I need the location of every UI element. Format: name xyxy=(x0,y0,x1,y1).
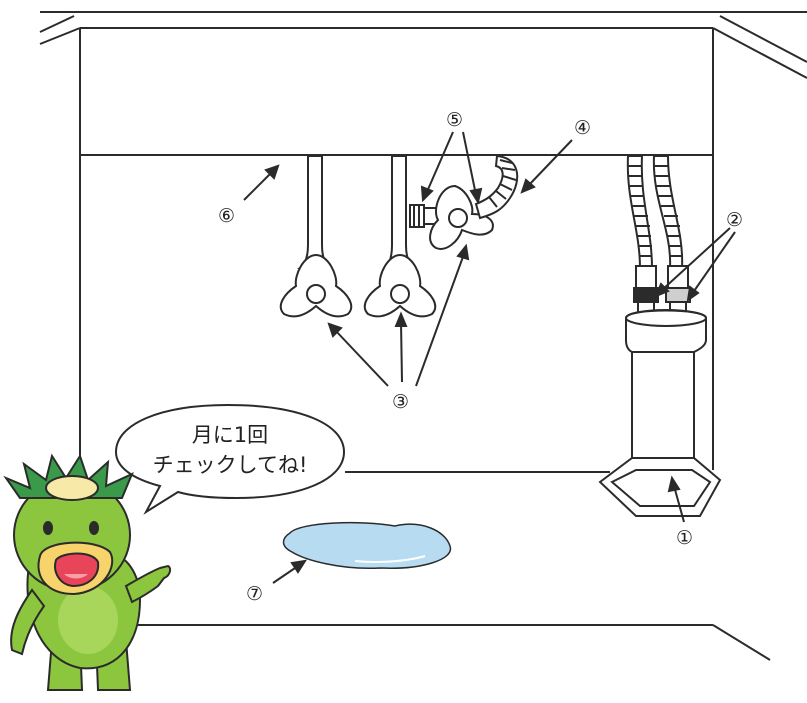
label-water-leak: ⑦ xyxy=(246,583,263,605)
drain-hose xyxy=(474,154,519,220)
speech-bubble: 月に1回 チェックしてね! xyxy=(114,403,346,515)
valve-handle-right xyxy=(429,184,494,250)
label-valve-joints: ⑤ xyxy=(446,109,463,131)
label-filter-unit: ① xyxy=(676,527,693,549)
valve-handle-middle xyxy=(363,253,437,318)
filter-unit xyxy=(598,309,722,517)
water-puddle xyxy=(282,521,452,570)
kappa-mascot xyxy=(3,453,172,691)
hose-left xyxy=(626,155,654,269)
pointer-arrows xyxy=(243,131,736,584)
label-valves: ③ xyxy=(392,391,409,413)
valve-handle-left xyxy=(279,253,353,318)
label-drain-hose: ④ xyxy=(574,117,591,139)
valve-joint-fitting xyxy=(409,204,439,228)
speech-bubble-line2: チェックしてね! xyxy=(153,453,308,477)
label-hose-fittings: ② xyxy=(726,209,743,231)
speech-bubble-line1: 月に1回 xyxy=(192,423,268,447)
water-pipes xyxy=(297,155,417,269)
hose-right xyxy=(652,155,684,269)
label-cabinet-ceiling: ⑥ xyxy=(218,205,235,227)
